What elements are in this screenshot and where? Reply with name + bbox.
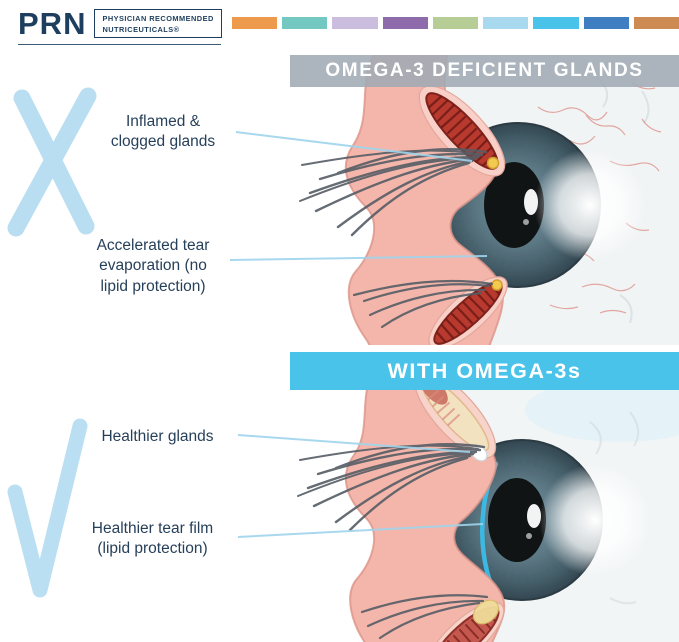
- label-healthier-glands: Healthier glands: [101, 428, 214, 445]
- eye-illustration-omega3: [297, 352, 679, 642]
- pupil: [488, 478, 546, 562]
- lower-eyelashes: [360, 594, 489, 640]
- stripe-segment: [282, 17, 328, 29]
- tagline-line1: PHYSICIAN RECOMMENDED: [102, 13, 214, 23]
- lower-eyelashes: [352, 279, 494, 329]
- prn-logo-row: PRN PHYSICIAN RECOMMENDED NUTRICEUTICALS…: [18, 8, 222, 39]
- tagline-line2: NUTRICEUTICALS®: [102, 25, 180, 34]
- stripe-segment: [432, 17, 479, 29]
- decorative-color-stripe: [232, 17, 679, 29]
- label-healthier-tear-film: Healthier tear film (lipid protection): [91, 520, 214, 558]
- stripe-segment: [633, 17, 679, 29]
- stripe-segment: [382, 17, 428, 29]
- logo-underline: [18, 44, 221, 45]
- stripe-segment: [483, 17, 529, 29]
- prn-logo: PRN PHYSICIAN RECOMMENDED NUTRICEUTICALS…: [18, 8, 222, 45]
- stripe-segment: [332, 17, 378, 29]
- prn-logo-text: PRN: [18, 6, 87, 41]
- stripe-segment: [583, 17, 629, 29]
- gland-orifice-dot-lower: [491, 279, 503, 291]
- x-mark-icon: [7, 87, 97, 237]
- stripe-segment: [533, 17, 579, 29]
- gland-orifice-dot-upper: [486, 156, 500, 170]
- prn-logo-tagline-box: PHYSICIAN RECOMMENDED NUTRICEUTICALS®: [94, 8, 222, 39]
- header-deficient-glands: OMEGA-3 DEFICIENT GLANDS: [290, 55, 679, 87]
- light-reflection: [539, 464, 651, 576]
- header-with-omega3: WITH OMEGA-3s: [290, 352, 679, 390]
- label-inflamed-clogged-glands: Inflamed & clogged glands: [110, 113, 216, 151]
- light-reflection: [534, 149, 646, 261]
- lipid-pool: [472, 599, 500, 625]
- label-accelerated-tear-evaporation: Accelerated tear evaporation (no lipid p…: [96, 237, 210, 295]
- pupil-highlight: [527, 504, 541, 528]
- eye-illustration-deficient: [299, 55, 679, 345]
- check-mark-icon: [7, 418, 88, 598]
- stripe-segment: [232, 17, 278, 29]
